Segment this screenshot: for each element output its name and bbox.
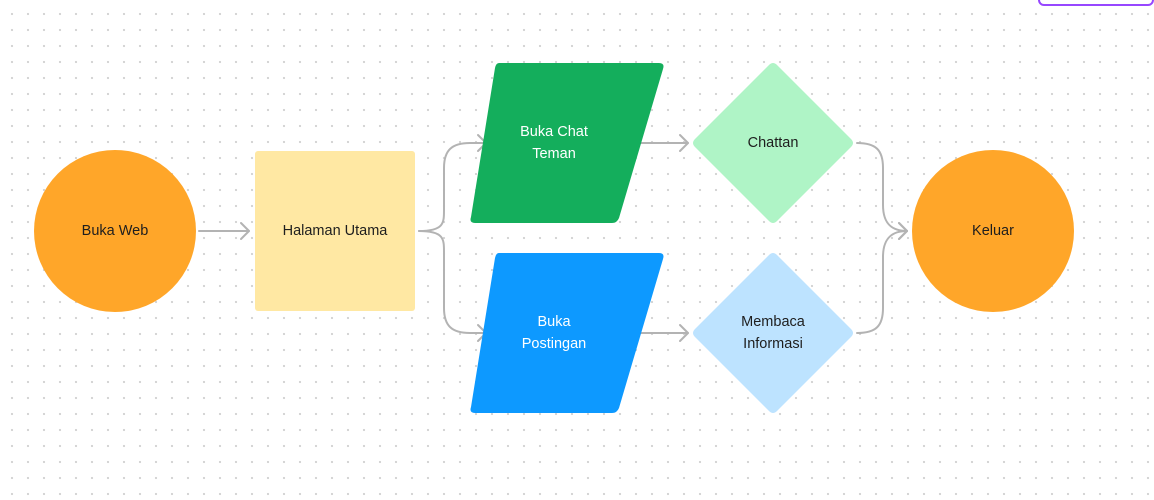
- node-buka-web[interactable]: [34, 150, 196, 312]
- connector-halaman-utama-to-buka-chat-teman[interactable]: [418, 142, 487, 232]
- arrowhead-icon: [679, 324, 689, 342]
- connectors: [198, 134, 908, 342]
- connector-halaman-utama-to-buka-postingan[interactable]: [418, 230, 487, 334]
- node-halaman-utama[interactable]: [255, 151, 415, 311]
- nodes: [34, 63, 1074, 413]
- arrowhead-icon: [898, 222, 908, 240]
- connector-chattan-to-keluar[interactable]: [856, 142, 908, 232]
- node-membaca-informasi[interactable]: [693, 253, 853, 413]
- node-keluar[interactable]: [912, 150, 1074, 312]
- node-chattan[interactable]: [693, 63, 853, 223]
- node-buka-postingan[interactable]: [470, 253, 664, 413]
- arrowhead-icon: [679, 134, 689, 152]
- arrowhead-icon: [240, 222, 250, 240]
- selection-frame-edge: [1038, 0, 1154, 6]
- node-buka-chat-teman[interactable]: [470, 63, 664, 223]
- connector-membaca-informasi-to-keluar[interactable]: [856, 230, 908, 334]
